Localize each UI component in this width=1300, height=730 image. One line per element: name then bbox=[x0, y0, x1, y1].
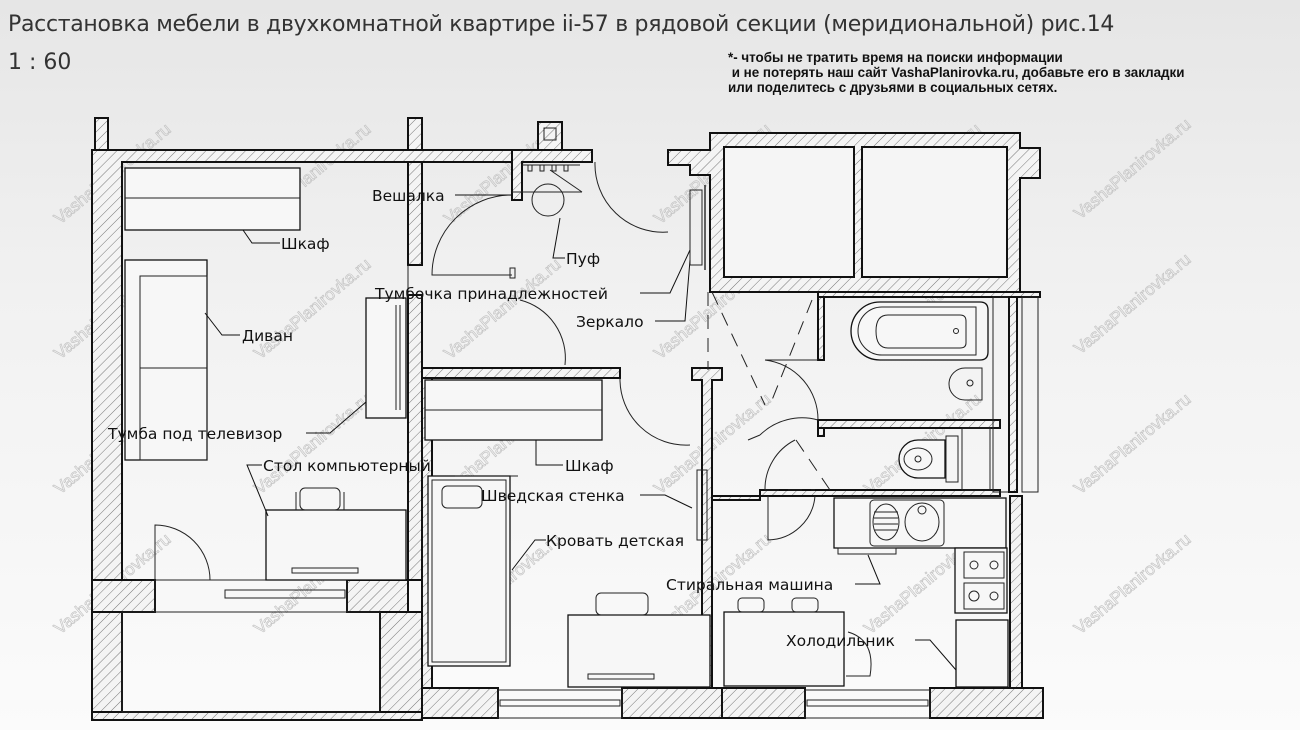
scale-label: 1 : 60 bbox=[8, 50, 72, 75]
swedish-wall bbox=[696, 469, 708, 541]
bathtub bbox=[850, 301, 989, 361]
sofa bbox=[124, 259, 208, 461]
toilet-cabinet bbox=[961, 427, 991, 491]
label-swedish-wall: Шведская стенка bbox=[481, 487, 625, 505]
sink-bathroom bbox=[948, 367, 983, 401]
leader-lines bbox=[204, 194, 957, 671]
toilet bbox=[898, 435, 959, 483]
mirror bbox=[689, 189, 703, 266]
label-tv-stand: Тумба под телевизор bbox=[107, 425, 282, 443]
label-accessory-cabinet: Тумбочка принадлежностей bbox=[374, 285, 608, 303]
wardrobe-living bbox=[124, 167, 301, 231]
door-swing-balcony bbox=[154, 524, 211, 581]
kitchen-table bbox=[723, 597, 872, 687]
balcony bbox=[121, 611, 381, 713]
corridor-door-swings bbox=[707, 291, 831, 541]
children-desk bbox=[567, 592, 711, 688]
child-bed bbox=[427, 475, 518, 667]
watermark: VashaPlanirovka.ru bbox=[250, 390, 374, 499]
coat-rack bbox=[512, 164, 583, 193]
door-swing-hall bbox=[431, 194, 513, 276]
kitchen-sink bbox=[869, 499, 945, 547]
watermark: VashaPlanirovka.ru bbox=[1070, 115, 1194, 224]
label-computer-desk: Стол компьютерный bbox=[263, 457, 431, 475]
label-washing-machine: Стиральная машина bbox=[666, 576, 833, 594]
washing-machine-counter bbox=[833, 497, 1007, 555]
label-refrigerator: Холодильник bbox=[786, 632, 895, 650]
label-wardrobe-children: Шкаф bbox=[565, 457, 614, 475]
label-pouf: Пуф bbox=[566, 250, 600, 268]
door-swing-entrance bbox=[594, 161, 669, 233]
watermark: VashaPlanirovka.ru bbox=[1070, 530, 1194, 639]
watermark: VashaPlanirovka.ru bbox=[440, 255, 564, 364]
label-coat-rack: Вешалка bbox=[372, 187, 445, 205]
label-sofa: Диван bbox=[242, 327, 293, 345]
watermark: VashaPlanirovka.ru bbox=[1070, 250, 1194, 359]
watermark: VashaPlanirovka.ru bbox=[250, 255, 374, 364]
watermark: VashaPlanirovka.ru bbox=[1070, 390, 1194, 499]
stove bbox=[954, 547, 1008, 614]
label-wardrobe-living: Шкаф bbox=[281, 235, 330, 253]
door-swing-children-hall bbox=[519, 299, 566, 366]
page-title: Расстановка мебели в двухкомнатной кварт… bbox=[8, 12, 1115, 37]
refrigerator bbox=[955, 619, 1009, 688]
door-swing-children bbox=[619, 377, 691, 446]
tv-stand bbox=[365, 297, 407, 419]
label-mirror: Зеркало bbox=[576, 313, 644, 331]
pouf bbox=[531, 183, 565, 217]
wardrobe-children bbox=[424, 379, 603, 441]
computer-desk bbox=[265, 487, 407, 581]
bookmark-note: *- чтобы не тратить время на поиски инфо… bbox=[728, 50, 1185, 95]
label-child-bed: Кровать детская bbox=[546, 532, 684, 550]
